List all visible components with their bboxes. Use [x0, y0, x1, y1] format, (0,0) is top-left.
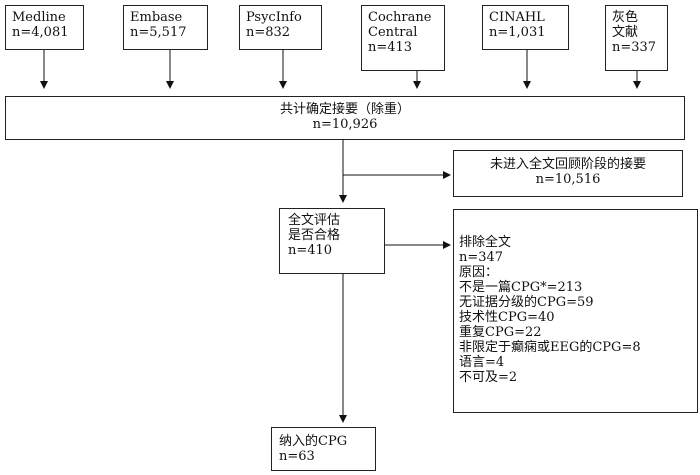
- excluded-reasons-label: 原因：: [459, 265, 499, 280]
- fulltext-count: n=410: [288, 243, 333, 258]
- source-count: n=5,517: [130, 25, 187, 40]
- excluded-reason: 非限定于癫痫或EEG的CPG=8: [459, 340, 641, 355]
- fulltext-line1: 全文评估: [288, 213, 341, 228]
- source-psycinfo: PsycInfo n=832: [239, 5, 322, 50]
- source-name: Embase: [130, 10, 183, 25]
- not-reviewed-box: 未进入全文回顾阶段的接要 n=10,516: [453, 150, 683, 197]
- source-count: n=1,031: [489, 25, 546, 40]
- excluded-reason: 无证据分级的CPG=59: [459, 295, 594, 310]
- source-name-line1: Cochrane: [368, 10, 432, 25]
- total-label: 共计确定接要（除重）: [279, 102, 410, 117]
- included-label: 纳入的CPG: [279, 434, 348, 449]
- source-count: n=337: [612, 40, 657, 55]
- source-grey-literature: 灰色 文献 n=337: [605, 5, 668, 71]
- not-reviewed-count: n=10,516: [535, 172, 601, 187]
- excluded-reason: 不可及=2: [459, 370, 518, 385]
- fulltext-assessment-box: 全文评估 是否合格 n=410: [279, 208, 385, 274]
- not-reviewed-label: 未进入全文回顾阶段的接要: [489, 157, 646, 172]
- excluded-reason: 技术性CPG=40: [459, 310, 555, 325]
- included-count: n=63: [279, 449, 315, 464]
- excluded-box: 排除全文 n=347 原因： 不是一篇CPG*=213 无证据分级的CPG=59…: [453, 209, 698, 413]
- source-count: n=4,081: [12, 25, 69, 40]
- source-cinahl: CINAHL n=1,031: [482, 5, 569, 50]
- source-embase: Embase n=5,517: [123, 5, 208, 50]
- included-box: 纳入的CPG n=63: [271, 427, 376, 471]
- excluded-reason: 不是一篇CPG*=213: [459, 280, 583, 295]
- fulltext-line2: 是否合格: [288, 228, 341, 243]
- source-name-line1: 灰色: [612, 10, 639, 25]
- source-count: n=413: [368, 40, 413, 55]
- source-name-line2: Central: [368, 25, 418, 40]
- source-name-line2: 文献: [612, 25, 639, 40]
- total-abstracts-box: 共计确定接要（除重） n=10,926: [5, 96, 685, 140]
- source-count: n=832: [246, 25, 291, 40]
- source-name: CINAHL: [489, 10, 545, 25]
- excluded-reason: 重复CPG=22: [459, 325, 542, 340]
- source-name: PsycInfo: [246, 10, 302, 25]
- excluded-count: n=347: [459, 250, 504, 265]
- excluded-title: 排除全文: [459, 235, 512, 250]
- source-name: Medline: [12, 10, 66, 25]
- source-cochrane: Cochrane Central n=413: [361, 5, 445, 71]
- source-medline: Medline n=4,081: [5, 5, 84, 50]
- total-count: n=10,926: [312, 117, 378, 132]
- excluded-reason: 语言=4: [459, 355, 505, 370]
